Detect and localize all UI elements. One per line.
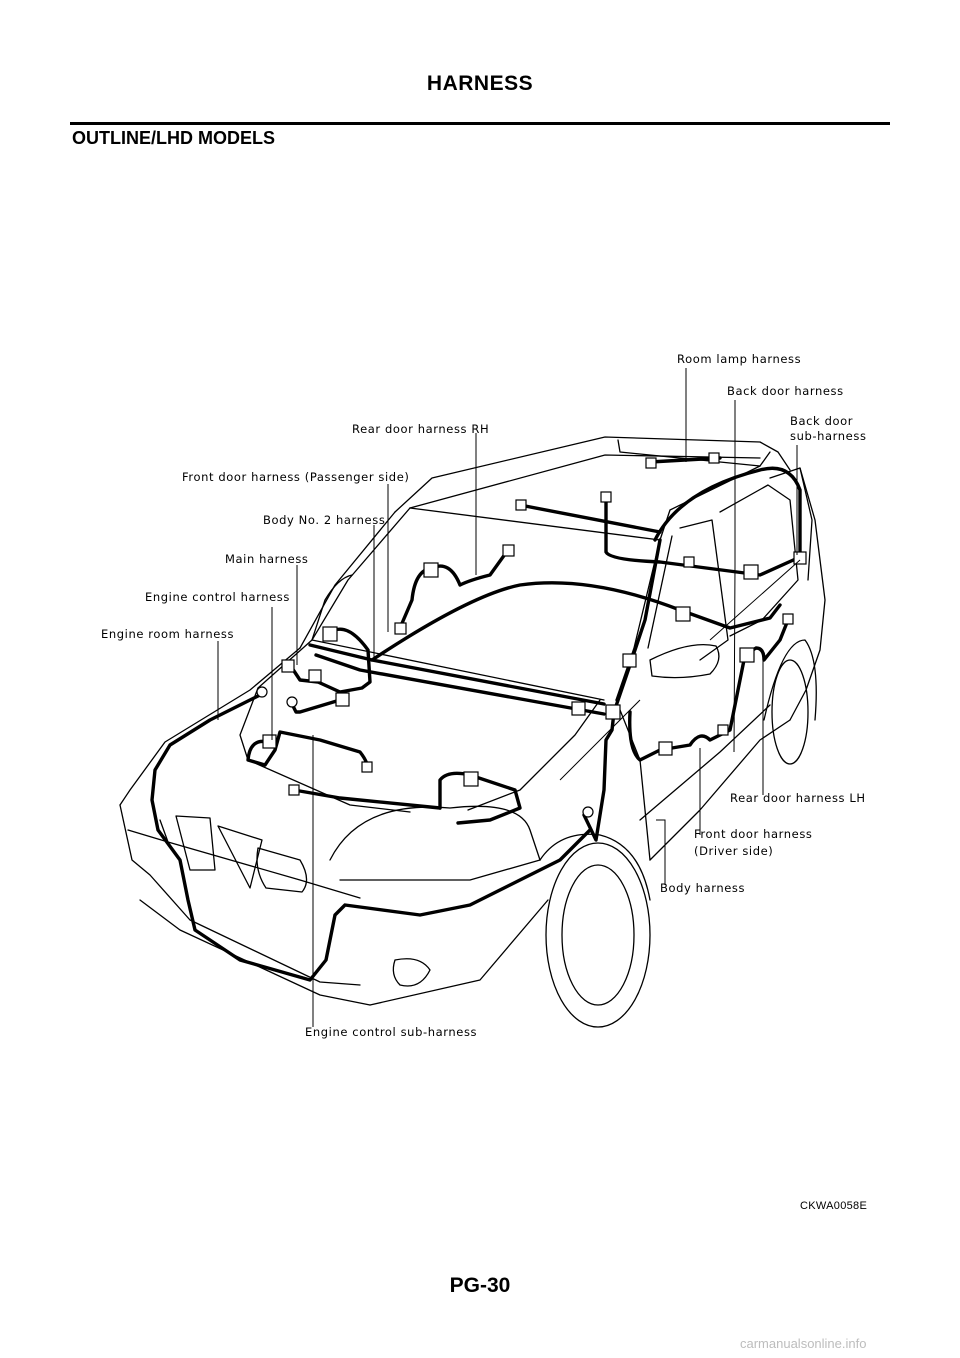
harness-routes	[150, 456, 802, 982]
watermark: carmanualsonline.info	[740, 1336, 867, 1351]
label-engine-control-sub-harness: Engine control sub-harness	[305, 1025, 477, 1039]
label-front-door-harness-driver-1: Front door harness	[694, 827, 813, 841]
label-rear-door-harness-lh: Rear door harness LH	[730, 791, 866, 805]
label-front-door-harness-driver-2: (Driver side)	[694, 844, 773, 858]
label-back-door-sub-harness-2: sub-harness	[790, 429, 867, 443]
label-room-lamp-harness: Room lamp harness	[677, 352, 801, 366]
label-front-door-harness-passenger: Front door harness (Passenger side)	[182, 470, 409, 484]
figure-code: CKWA0058E	[800, 1200, 868, 1212]
label-body-harness: Body harness	[660, 881, 745, 895]
label-back-door-harness: Back door harness	[727, 384, 844, 398]
label-engine-control-harness: Engine control harness	[145, 590, 290, 604]
page-header-title: HARNESS	[426, 72, 534, 95]
header-rule	[70, 122, 890, 125]
leader-lines	[217, 368, 801, 1027]
connectors	[256, 452, 807, 818]
harness-labels: Room lamp harness Back door harness Back…	[101, 352, 867, 1039]
page-number: PG-30	[449, 1274, 511, 1297]
label-rear-door-harness-rh: Rear door harness RH	[352, 422, 489, 436]
label-main-harness: Main harness	[225, 552, 309, 566]
label-engine-room-harness: Engine room harness	[101, 627, 234, 641]
label-body-no2-harness: Body No. 2 harness	[263, 513, 385, 527]
section-title: OUTLINE/LHD MODELS	[72, 128, 275, 148]
label-back-door-sub-harness-1: Back door	[790, 414, 853, 428]
